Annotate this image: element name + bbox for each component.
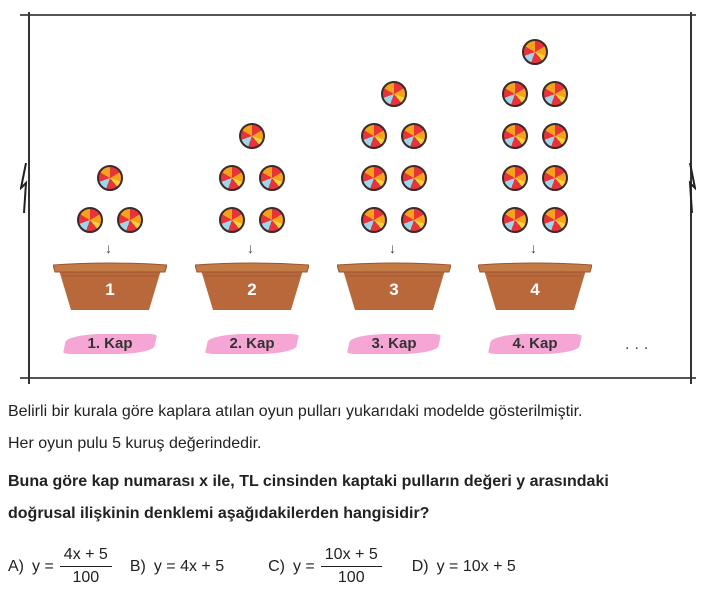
down-arrow-icon: ↓ [389,240,396,256]
basket-icon [336,262,452,310]
game-token-icon [542,81,568,107]
game-token-icon [77,207,103,233]
cup-label-text: 3. Kap [371,335,417,352]
game-token-icon [381,81,407,107]
basket-number: 4 [530,280,540,299]
cup-label: 1. Kap [62,332,158,356]
game-token-icon [361,123,387,149]
rope-knot-icon [20,163,28,213]
intro-line-2: Her oyun pulu 5 kuruş değerindedir. [8,435,262,452]
fraction: 10x + 5 100 [320,546,382,587]
basket-number: 1 [105,280,115,299]
numerator: 10x + 5 [320,546,382,567]
denominator: 100 [337,569,365,586]
cup-label: 2. Kap [204,332,300,356]
game-token-icon [502,207,528,233]
game-token-icon [97,165,123,191]
option-expression: y = 10x + 5 [436,557,516,575]
intro-line-1: Belirli bir kurala göre kaplara atılan o… [8,403,583,420]
option-a[interactable]: A) y = 4x + 5 100 [8,546,112,587]
option-letter: C) [268,557,285,575]
question-line-1: Buna göre kap numarası x ile, TL cinsind… [8,473,609,490]
game-token-icon [502,81,528,107]
option-lhs: y = [292,557,315,575]
option-b[interactable]: B) y = 4x + 5 [130,558,224,576]
down-arrow-icon: ↓ [105,240,112,256]
game-token-icon [502,123,528,149]
game-token-icon [522,39,548,65]
cup-label-text: 1. Kap [87,335,133,352]
basket-icon [194,262,310,310]
basket: 2 [194,262,310,312]
cup-label: 3. Kap [346,332,442,356]
cup-label-text: 2. Kap [229,335,275,352]
answer-options: A) y = 4x + 5 100 B) y = 4x + 5 C) y = 10… [8,546,534,587]
game-token-icon [117,207,143,233]
game-token-icon [542,123,568,149]
game-token-icon [401,165,427,191]
fraction: 4x + 5 100 [59,546,112,587]
basket-number: 3 [389,280,399,299]
basket: 4 [477,262,593,312]
basket: 1 [52,262,168,312]
game-token-icon [542,207,568,233]
basket: 3 [336,262,452,312]
option-c[interactable]: C) y = 10x + 5 100 [268,546,382,587]
down-arrow-icon: ↓ [247,240,254,256]
option-letter: A) [8,557,24,575]
cup-label: 4. Kap [487,332,583,356]
frame-top-border [20,14,696,16]
game-token-icon [502,165,528,191]
option-lhs: y = [32,557,54,575]
game-token-icon [219,165,245,191]
frame-left-border [28,12,30,384]
game-token-icon [259,207,285,233]
cup-label-text: 4. Kap [512,335,558,352]
basket-icon [52,262,168,310]
question-line-2: doğrusal ilişkinin denklemi aşağıdakiler… [8,505,430,522]
game-token-icon [401,123,427,149]
rope-knot-icon [688,163,696,213]
game-token-icon [219,207,245,233]
game-token-icon [361,165,387,191]
game-token-icon [361,207,387,233]
game-token-icon [542,165,568,191]
basket-number: 2 [247,280,257,299]
option-letter: D) [411,557,429,575]
option-expression: y = 4x + 5 [153,557,225,575]
option-letter: B) [129,557,146,575]
ellipsis: ... [625,336,654,353]
frame-bottom-border [20,377,696,379]
denominator: 100 [72,569,100,586]
basket-icon [477,262,593,310]
game-token-icon [239,123,265,149]
numerator: 4x + 5 [59,546,112,567]
option-d[interactable]: D) y = 10x + 5 [412,558,516,576]
game-token-icon [401,207,427,233]
down-arrow-icon: ↓ [530,240,537,256]
game-token-icon [259,165,285,191]
